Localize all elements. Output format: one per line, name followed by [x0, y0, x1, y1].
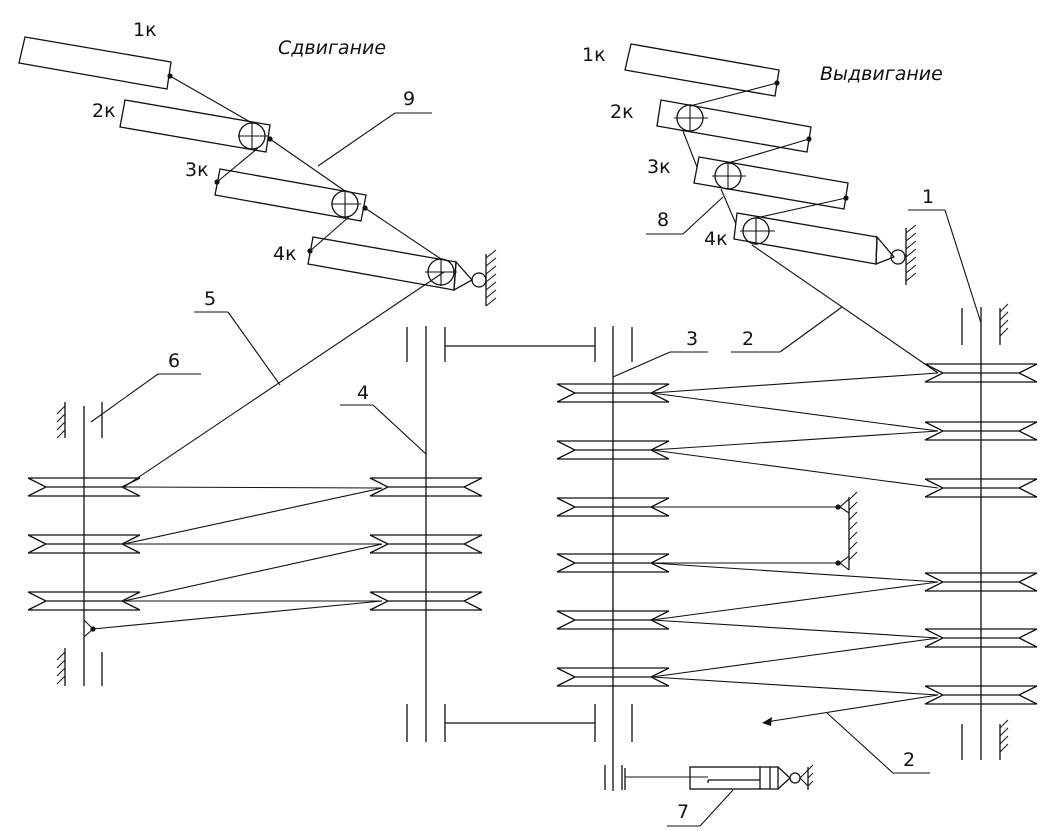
right-boom: 1к 2к 3к 4к — [582, 43, 917, 285]
callout-9: 9 — [403, 88, 415, 110]
callout-6: 6 — [168, 350, 180, 372]
left-label-4k: 4к — [273, 243, 297, 265]
sheave-shaft1-2 — [924, 421, 1038, 441]
callout-5: 5 — [204, 288, 216, 310]
left-section-1k — [18, 36, 172, 90]
sheave-shaft6-2 — [27, 534, 141, 554]
shaft-4 — [406, 326, 595, 742]
sheave-shaft1-1 — [924, 363, 1038, 383]
left-label-3k: 3к — [185, 159, 209, 181]
left-section-3k — [214, 168, 367, 222]
right-section-1k — [624, 43, 780, 97]
sheave-shaft6-1 — [27, 477, 141, 497]
right-section-3k — [693, 156, 849, 210]
sheave-shaft3-5 — [556, 610, 670, 630]
right-boom-tip — [875, 235, 896, 265]
left-boom-tip — [453, 260, 474, 292]
callout-8: 8 — [657, 209, 669, 231]
sheave-shaft3-3 — [556, 497, 670, 517]
sheave-shaft3-6 — [556, 667, 670, 687]
title-retraction: Сдвигание — [278, 37, 386, 59]
sheave-shaft6-3 — [27, 591, 141, 611]
callout-3: 3 — [686, 328, 698, 350]
sheave-shaft3-1 — [556, 383, 670, 403]
hydraulic-cylinder-7 — [624, 764, 814, 790]
sheave-shaft4-1 — [369, 477, 483, 497]
left-hinge-support — [471, 249, 497, 307]
right-hinge-support — [890, 224, 917, 285]
left-section-2k — [119, 99, 271, 153]
shaft-6 — [56, 402, 103, 686]
left-label-2k: 2к — [92, 100, 116, 122]
sheave-shaft4-2 — [369, 534, 483, 554]
sheave-shaft3-4 — [556, 553, 670, 573]
sheave-blocks — [27, 363, 1038, 705]
right-rope-8 — [682, 82, 847, 225]
right-pulley-2k — [674, 104, 708, 132]
callout-2-bottom: 2 — [903, 749, 915, 771]
left-pulley-3k — [331, 190, 361, 218]
left-boom: 1к 2к 3к 4к — [18, 19, 497, 307]
right-pulley-3k — [712, 162, 746, 190]
callout-8-leader — [682, 196, 724, 235]
right-label-4k: 4к — [704, 228, 728, 250]
callout-2-top: 2 — [742, 328, 754, 350]
right-label-2k: 2к — [610, 101, 634, 123]
shaft-3 — [594, 326, 633, 791]
sheave-shaft1-5 — [924, 628, 1038, 648]
sheave-shaft4-3 — [369, 591, 483, 611]
sheave-shaft1-4 — [924, 572, 1038, 592]
callout-1: 1 — [922, 186, 934, 208]
right-label-3k: 3к — [647, 156, 671, 178]
sheave-shaft1-6 — [924, 685, 1038, 705]
callouts: 1 2 2 3 4 5 6 7 — [90, 186, 982, 827]
polyspast-ropes — [83, 244, 939, 726]
callout-4: 4 — [357, 382, 369, 404]
callout-9-leader — [317, 112, 396, 167]
title-extension: Выдвигание — [820, 63, 943, 85]
sheave-shaft3-2 — [556, 440, 670, 460]
right-section-2k — [656, 99, 812, 153]
left-rope-9 — [169, 75, 442, 260]
callout-7: 7 — [677, 801, 689, 823]
left-pulley-2k — [238, 122, 268, 150]
sheave-shaft1-3 — [924, 478, 1038, 498]
left-label-1k: 1к — [133, 19, 157, 41]
right-label-1k: 1к — [582, 44, 606, 66]
